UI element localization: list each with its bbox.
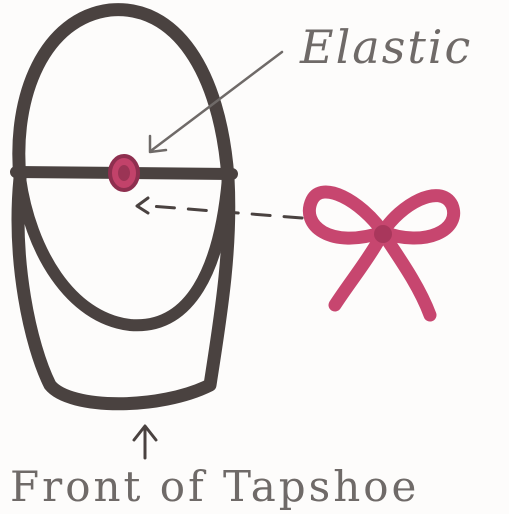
shoe-inner-opening xyxy=(20,178,228,325)
front-of-tapshoe-label: Front of Tapshoe xyxy=(10,462,419,511)
shoe-outer-outline xyxy=(19,10,228,178)
elastic-label: Elastic xyxy=(300,20,472,74)
bow-knot xyxy=(374,225,392,243)
elastic-knot-center xyxy=(118,165,130,181)
pink-bow xyxy=(309,192,453,315)
bow-arrow-head xyxy=(137,198,148,213)
